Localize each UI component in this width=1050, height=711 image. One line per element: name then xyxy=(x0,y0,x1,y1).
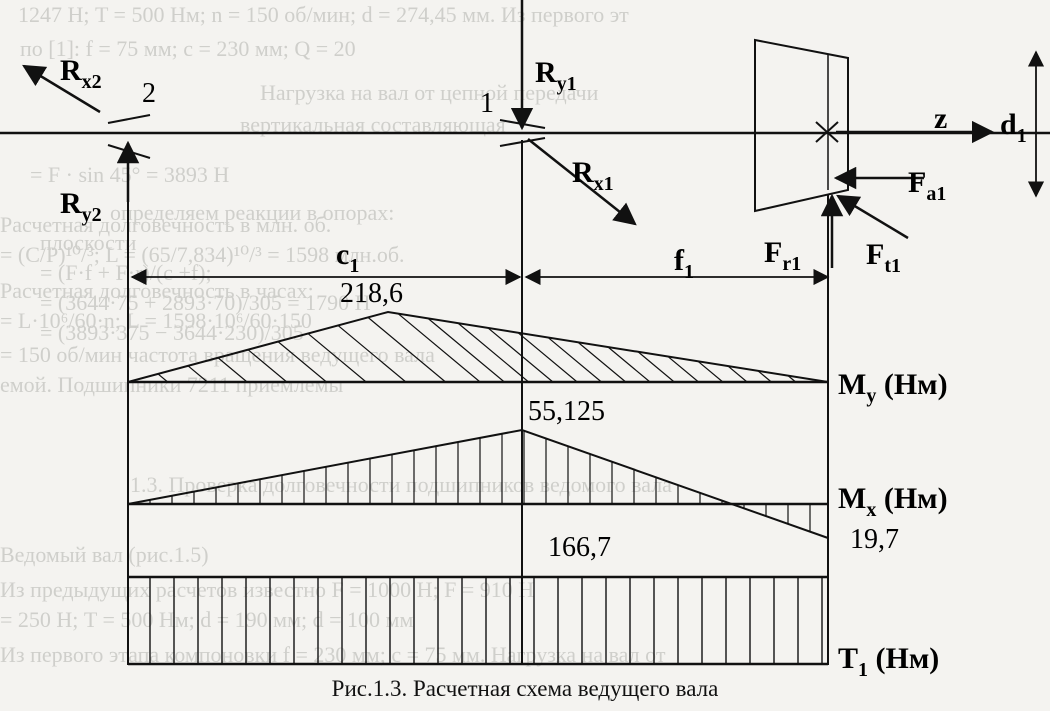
t1-value: 166,7 xyxy=(548,532,611,563)
support-2-mark-top xyxy=(107,114,151,124)
gear-center-x-b xyxy=(815,121,839,143)
rx1-arrow xyxy=(527,138,637,226)
label-ry2: Ry2 xyxy=(60,187,102,226)
label-rx1: Rx1 xyxy=(572,156,614,195)
hatch-line xyxy=(367,316,446,383)
hatch-line xyxy=(247,349,288,383)
label-rx2: Rx2 xyxy=(60,54,102,93)
hatch-line xyxy=(157,373,169,383)
hatch-line xyxy=(727,365,748,383)
label-ry1: Ry1 xyxy=(535,56,577,95)
label-d1: d1 xyxy=(1000,108,1027,147)
hatch-line xyxy=(457,322,530,383)
hatch-line xyxy=(607,346,651,383)
label-t1: T1 (Нм) xyxy=(838,642,939,681)
label-my: My (Нм) xyxy=(838,368,948,407)
label-c1: c1 xyxy=(336,238,359,277)
my-peak-value: 218,6 xyxy=(340,278,403,309)
hatch-line xyxy=(397,313,481,383)
ft1-arrow xyxy=(836,194,909,240)
hatch-line xyxy=(757,370,772,383)
hatch-line xyxy=(307,333,367,383)
hatch-line xyxy=(277,341,327,383)
mx-peak-value: 55,125 xyxy=(528,396,605,427)
figure-caption: Рис.1.3. Расчетная схема ведущего вала xyxy=(331,676,719,701)
label-ft1: Ft1 xyxy=(866,238,901,277)
gear-trapezoid xyxy=(754,38,849,213)
my-outline xyxy=(127,310,829,383)
hatch-line xyxy=(217,357,248,383)
t1-hatching xyxy=(149,577,823,664)
rx2-arrow xyxy=(22,64,101,114)
hatch-line xyxy=(517,332,578,383)
mx-end-value: 19,7 xyxy=(850,524,899,555)
hatch-line xyxy=(667,356,699,383)
label-z: z xyxy=(934,102,947,135)
label-support-1: 1 xyxy=(480,88,494,119)
hatch-line xyxy=(787,375,797,383)
hatch-line xyxy=(817,379,821,383)
mx-outline xyxy=(127,428,829,539)
hatch-line xyxy=(637,351,675,383)
hatch-line xyxy=(547,336,602,383)
hatch-line xyxy=(697,360,724,383)
hatch-line xyxy=(427,317,505,383)
label-support-2: 2 xyxy=(142,78,156,109)
label-f1: f1 xyxy=(674,244,694,283)
hatch-line xyxy=(337,325,407,383)
mx-hatching xyxy=(149,430,811,532)
label-mx: Mx (Нм) xyxy=(838,482,948,521)
my-hatching xyxy=(157,313,821,383)
hatch-line xyxy=(187,365,208,383)
label-fa1: Fa1 xyxy=(908,166,946,205)
hatch-line xyxy=(577,341,627,383)
label-fr1: Fr1 xyxy=(764,236,801,275)
hatch-line xyxy=(487,327,554,383)
